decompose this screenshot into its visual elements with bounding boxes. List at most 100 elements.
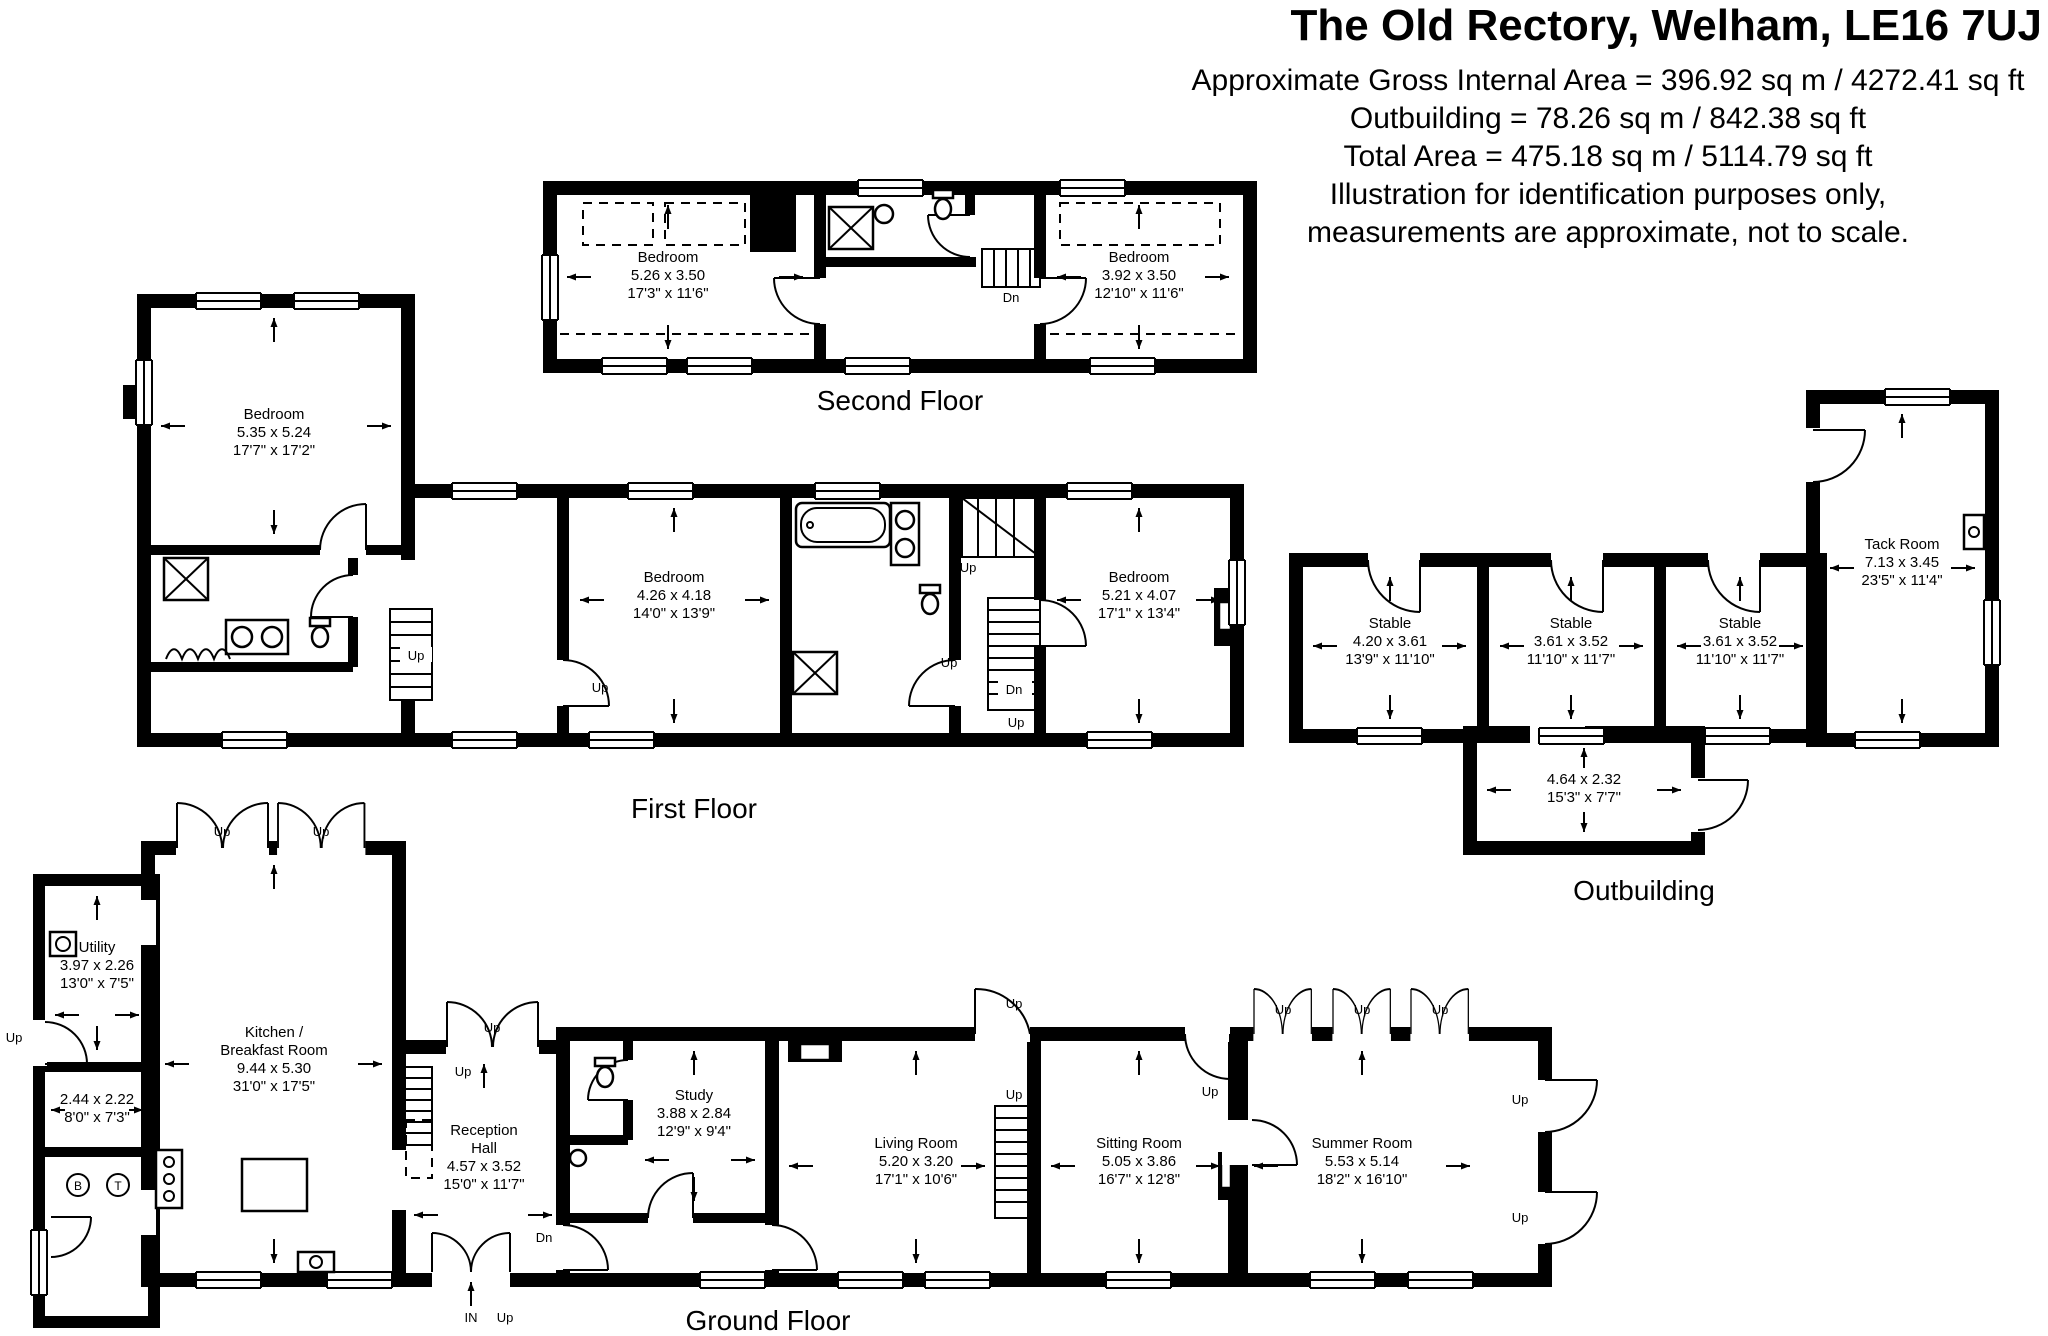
floor-second: Dn Bedroom 5.26 x 3.50 17'3" x 11'6" Bed…: [541, 179, 1257, 416]
stairs: [981, 248, 1041, 288]
floor-first: Up Up Dn Up Up Up Bedroom 5.35 x 5.24 17…: [123, 292, 1246, 824]
sink-icon: [873, 203, 895, 225]
sink-unit: [1962, 513, 1986, 551]
window: [588, 731, 655, 749]
area-line-2: Outbuilding = 78.26 sq m / 842.38 sq ft: [1350, 102, 1867, 135]
room-name: Bedroom: [244, 406, 305, 423]
stairs-up-label: Up: [408, 648, 425, 663]
door: [974, 987, 1031, 1042]
stairs-up-label: Up: [941, 655, 958, 670]
window: [1066, 482, 1133, 500]
entrance-up-label: Up: [497, 1310, 514, 1325]
window: [451, 482, 518, 500]
room-dims-metric: 5.20 x 3.20: [879, 1153, 953, 1170]
door: [1707, 552, 1761, 613]
kitchen-island: [240, 1157, 309, 1213]
door-up-label: Up: [6, 1030, 23, 1045]
door: [319, 503, 367, 558]
window: [135, 359, 153, 426]
door: [1537, 1079, 1598, 1133]
door: [647, 1172, 694, 1226]
room-dims-imperial: 12'10" x 11'6": [1094, 285, 1184, 302]
stairs-up-label: Up: [455, 1064, 472, 1079]
shower-icon: [827, 205, 875, 251]
room-name: Kitchen /: [245, 1024, 304, 1041]
stairs-up-label: Up: [1008, 715, 1025, 730]
door-up-label: Up: [1512, 1092, 1529, 1107]
window: [541, 254, 559, 321]
door-up-label: Up: [1512, 1210, 1529, 1225]
room-dims-metric: 3.92 x 3.50: [1102, 267, 1176, 284]
room-name: Bedroom: [638, 249, 699, 266]
door: [1690, 778, 1749, 832]
stairs-up-label: Up: [1006, 1087, 1023, 1102]
room-dims-metric: 5.53 x 5.14: [1325, 1153, 1399, 1170]
room-dims-metric: 4.26 x 4.18: [637, 587, 711, 604]
step-dn-label: Dn: [536, 1230, 553, 1245]
room-dims-imperial: 17'3" x 11'6": [627, 285, 708, 302]
header: The Old Rectory, Welham, LE16 7UJ Approx…: [1192, 1, 2042, 249]
window: [627, 482, 694, 500]
window: [293, 292, 360, 310]
window: [195, 292, 262, 310]
room-label-stable-3: Stable 3.61 x 3.52 11'10" x 11'7": [1696, 615, 1784, 668]
door: [50, 1216, 92, 1258]
window: [1704, 727, 1771, 745]
stairs: [994, 1105, 1035, 1219]
dimension-arrows: [1313, 414, 1975, 832]
dimension-arrows: [161, 318, 1220, 723]
room-name: Stable: [1369, 615, 1412, 632]
room-name: Hall: [471, 1140, 497, 1157]
room-dims-imperial: 23'5" x 11'4": [1861, 572, 1942, 589]
wardrobe-outline: [582, 202, 654, 246]
room-dims-metric: 4.57 x 3.52: [447, 1158, 521, 1175]
washing-machine-icon: [48, 930, 78, 958]
room-name: Bedroom: [1109, 249, 1170, 266]
sink-unit: [296, 1250, 336, 1274]
room-name: Reception: [450, 1122, 518, 1139]
room-dims-metric: 3.61 x 3.52: [1534, 633, 1608, 650]
window: [601, 357, 668, 375]
room-dims-metric: 2.44 x 2.22: [60, 1091, 134, 1108]
dimension-arrows: [51, 865, 1470, 1263]
door-up-label: Up: [1202, 1084, 1219, 1099]
room-dims-imperial: 13'0" x 7'5": [60, 975, 134, 992]
room-label-sf-bed-right: Bedroom 3.92 x 3.50 12'10" x 11'6": [1094, 249, 1184, 302]
room-dims-metric: 7.13 x 3.45: [1865, 554, 1939, 571]
room-name: Stable: [1550, 615, 1593, 632]
room-dims-imperial: 8'0" x 7'3": [64, 1109, 130, 1126]
boiler-label: B: [74, 1179, 82, 1193]
room-label-sitting-room: Sitting Room 5.05 x 3.86 16'7" x 12'8": [1096, 1135, 1182, 1188]
door: [1184, 1026, 1231, 1080]
room-dims-metric: 5.26 x 3.50: [631, 267, 705, 284]
window: [686, 357, 753, 375]
room-dims-metric: 9.44 x 5.30: [237, 1060, 311, 1077]
stairs: [961, 497, 1041, 558]
room-dims-metric: 5.35 x 5.24: [237, 424, 311, 441]
toilet-icon: [593, 1056, 617, 1089]
room-dims-metric: 3.97 x 2.26: [60, 957, 134, 974]
room-dims-imperial: 13'9" x 11'10": [1345, 651, 1435, 668]
window: [1538, 727, 1605, 745]
room-dims-imperial: 31'0" x 17'5": [233, 1078, 315, 1095]
area-line-3: Total Area = 475.18 sq m / 5114.79 sq ft: [1344, 140, 1874, 173]
window: [699, 1271, 766, 1289]
floor-caption-second: Second Floor: [817, 385, 984, 416]
tank-label: T: [114, 1179, 122, 1193]
room-dims-metric: 3.88 x 2.84: [657, 1105, 731, 1122]
door-up-label: Up: [1354, 1002, 1371, 1017]
room-name: Bedroom: [644, 569, 705, 586]
window: [326, 1271, 393, 1289]
room-dims-metric: 4.64 x 2.32: [1547, 771, 1621, 788]
room-label-kitchen: Kitchen / Breakfast Room 9.44 x 5.30 31'…: [220, 1024, 328, 1095]
toilet-icon: [931, 188, 955, 221]
window: [451, 731, 518, 749]
room-name: Study: [675, 1087, 714, 1104]
room-label-stable-2: Stable 3.61 x 3.52 11'10" x 11'7": [1527, 615, 1615, 668]
window: [1228, 559, 1246, 626]
sink-icon: [894, 509, 916, 531]
door: [1222, 1119, 1298, 1166]
room-label-ob-store: 4.64 x 2.32 15'3" x 7'7": [1547, 771, 1621, 806]
room-dims-metric: 4.20 x 3.61: [1353, 633, 1427, 650]
